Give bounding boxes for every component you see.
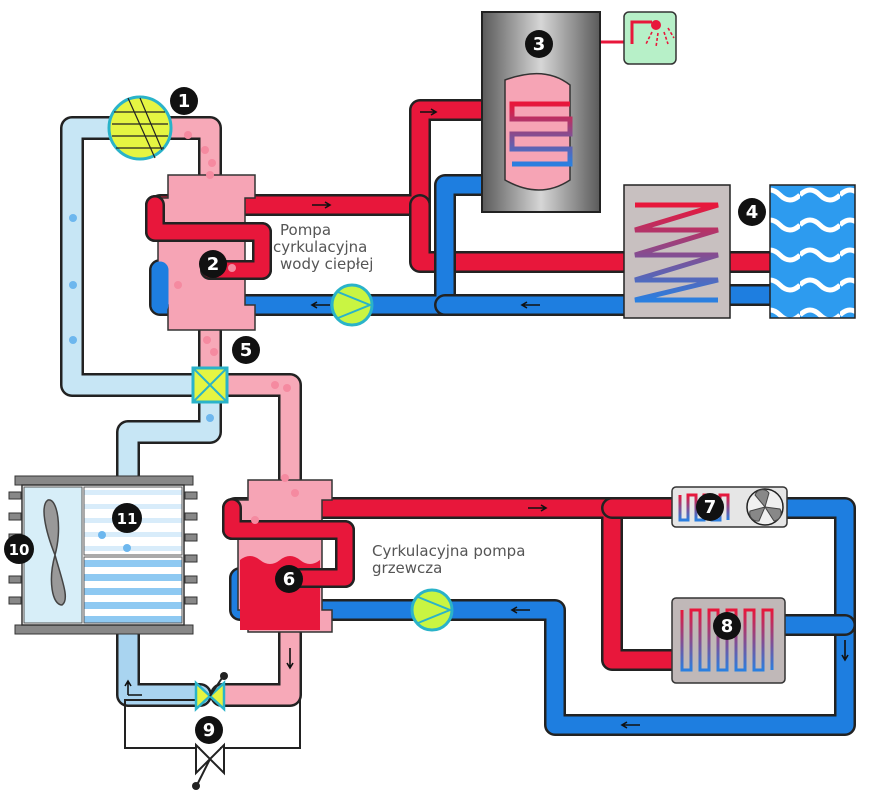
badge-7: 7 <box>696 493 724 521</box>
label-line: cyrkulacyjna <box>273 238 367 256</box>
label-hot-water-pump: Pompa cyrkulacyjna wody ciepłej <box>273 221 373 273</box>
svg-text:6: 6 <box>283 569 296 590</box>
radiator-8 <box>671 597 786 684</box>
label-line: Cyrkulacyjna pompa <box>372 542 525 560</box>
svg-text:4: 4 <box>746 202 759 223</box>
fan-icon <box>749 489 782 522</box>
exchanger-6 <box>237 479 333 633</box>
label-heating-pump: Cyrkulacyjna pompa grzewcza <box>372 542 525 577</box>
badge-1: 1 <box>170 87 198 115</box>
svg-text:8: 8 <box>721 616 734 637</box>
label-line: Pompa <box>280 221 331 239</box>
expansion-valve-icon <box>192 672 228 790</box>
badge-4: 4 <box>738 198 766 226</box>
svg-text:5: 5 <box>240 340 253 361</box>
fan-coil-7 <box>671 486 788 528</box>
svg-text:2: 2 <box>207 254 220 275</box>
svg-text:1: 1 <box>178 91 191 112</box>
shower-icon <box>623 11 677 65</box>
label-line: wody ciepłej <box>280 255 373 273</box>
badge-10: 10 <box>4 534 34 564</box>
badge-6: 6 <box>275 565 303 593</box>
compressor-icon <box>107 95 173 161</box>
badge-9: 9 <box>195 716 223 744</box>
label-line: grzewcza <box>372 559 442 577</box>
svg-text:10: 10 <box>9 541 30 559</box>
evaporator-11 <box>8 475 198 635</box>
badge-5: 5 <box>232 336 260 364</box>
fan-blade-icon <box>43 499 67 606</box>
badge-3: 3 <box>525 30 553 58</box>
plate-exchanger-4 <box>623 184 731 319</box>
badge-8: 8 <box>713 612 741 640</box>
refrigerant-bubbles <box>69 131 299 552</box>
svg-text:9: 9 <box>203 720 216 741</box>
badge-11: 11 <box>112 503 142 533</box>
pump-icon <box>410 588 454 632</box>
badge-2: 2 <box>199 250 227 278</box>
water-waves-icon <box>769 184 856 319</box>
svg-text:11: 11 <box>117 510 138 528</box>
valve-icon <box>191 366 229 404</box>
pump-icon <box>330 283 374 327</box>
svg-text:3: 3 <box>533 34 546 55</box>
svg-text:7: 7 <box>704 497 717 518</box>
